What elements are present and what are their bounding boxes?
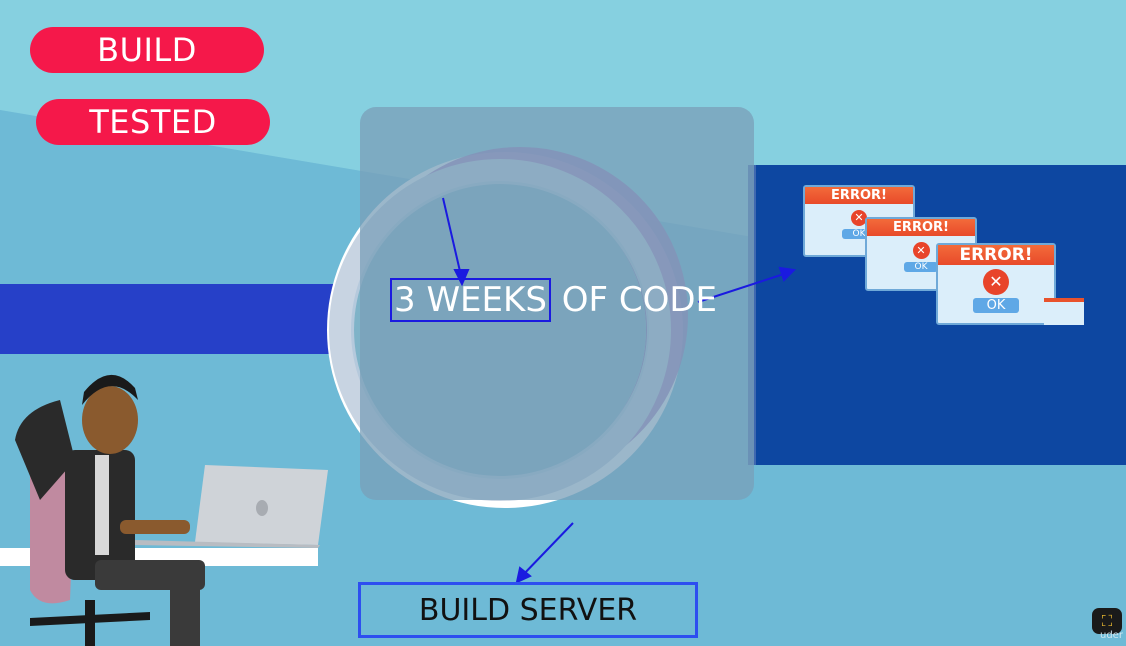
error-dialog-partial [1044,298,1084,325]
code-label: 3 WEEKS OF CODE [390,278,718,322]
left-band [0,284,360,354]
ok-button[interactable]: OK [904,262,938,272]
tested-badge: TESTED [36,99,270,145]
code-highlight: 3 WEEKS [390,278,551,322]
ok-button[interactable]: OK [973,298,1019,313]
build-server-box: BUILD SERVER [358,582,698,638]
error-dialog: ERROR! ✕ OK [936,243,1056,325]
error-x-icon: ✕ [912,242,930,259]
build-badge: BUILD [30,27,264,73]
error-title: ERROR! [805,187,913,204]
frosted-panel [360,107,754,500]
error-x-icon: ✕ [983,269,1009,295]
code-suffix: OF CODE [550,280,718,320]
ok-button[interactable]: OK [842,229,876,239]
error-x-icon: ✕ [851,210,867,226]
error-title: ERROR! [938,245,1054,265]
expand-icon[interactable]: ⛶ [1092,608,1122,634]
arrow-icon [442,197,797,584]
error-title: ERROR! [867,219,975,236]
watermark: uder [1100,630,1123,641]
laptop-icon [133,465,328,548]
person-figure [15,374,205,646]
